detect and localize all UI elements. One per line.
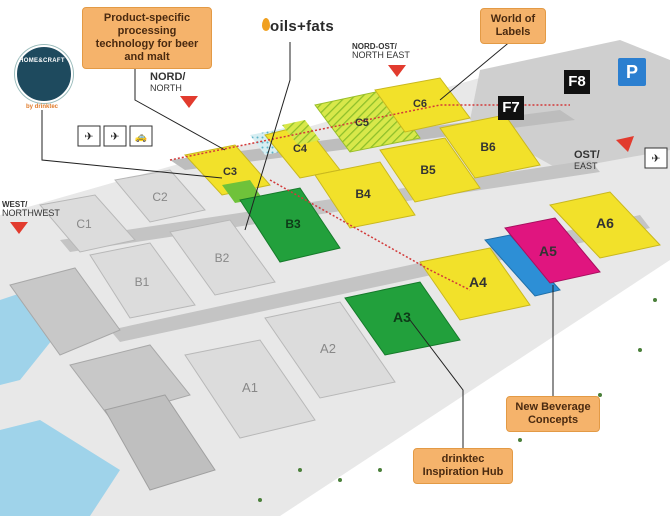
entrance-arrow-east (616, 136, 634, 152)
entrance-west-en: NORTHWEST (2, 208, 60, 218)
label-c6: C6 (413, 98, 427, 110)
callout-inspiration: drinktec Inspiration Hub (413, 448, 513, 484)
entrance-east-en: EAST (574, 161, 598, 171)
hall-c4-hatch (282, 120, 320, 145)
entrance-north-de: NORD/ (150, 71, 186, 83)
label-a4: A4 (469, 274, 487, 290)
label-a5: A5 (539, 243, 557, 259)
hall-c6[interactable] (374, 77, 471, 133)
entrance-west-de: WEST/ (2, 200, 28, 209)
label-b5: B5 (420, 163, 436, 177)
hall-b1[interactable] (89, 242, 196, 319)
line-oils (244, 42, 291, 231)
taxi-icon (129, 125, 153, 147)
hall-a5-blue (484, 234, 561, 297)
entrance-north-label: NORD/ NORTH (150, 72, 185, 94)
line-home-craft (41, 110, 223, 179)
label-c4: C4 (293, 143, 308, 155)
label-c5: C5 (355, 117, 369, 129)
hall-a2[interactable] (264, 301, 396, 399)
lake-south (0, 420, 120, 516)
hall-a1[interactable] (184, 339, 316, 439)
hall-a3[interactable] (344, 281, 461, 356)
svg-text:✈: ✈ (110, 130, 119, 143)
line-inspiration (409, 319, 464, 448)
hall-b2[interactable] (169, 219, 276, 296)
entrance-north-en: NORTH (150, 83, 182, 93)
label-c3: C3 (223, 166, 237, 178)
entrance-northeast-label: NORD-OST/ NORTH EAST (352, 42, 410, 60)
parking-p: P (618, 58, 646, 86)
line-labels (439, 39, 513, 101)
entrance-arrow-north (180, 96, 198, 108)
label-c2: C2 (152, 190, 168, 204)
home-craft-logo (15, 45, 73, 103)
label-b3: B3 (285, 217, 301, 231)
label-a1: A1 (242, 380, 258, 395)
callout-new-beverage: New Beverage Concepts (506, 396, 600, 432)
hall-a6[interactable] (549, 191, 661, 259)
entrance-arrow-west (10, 222, 28, 234)
label-c1: C1 (76, 217, 92, 231)
callout-processing: Product-specific processing technology f… (82, 7, 212, 69)
parking-f7: F7 (498, 96, 524, 120)
transport-icons: ✈ ✈ 🚕 ✈ (77, 125, 668, 169)
hall-c1[interactable] (39, 194, 136, 253)
callout-labels: World of Labels (480, 8, 546, 44)
hall-b5[interactable] (379, 137, 481, 203)
label-b2: B2 (215, 251, 230, 265)
entrance-east-de: OST/ (574, 149, 600, 161)
label-a6: A6 (596, 215, 614, 231)
entrance-west-label: WEST/ NORTHWEST (2, 200, 60, 218)
hall-b3[interactable] (239, 187, 341, 263)
home-craft-by: by drinktec (25, 104, 58, 110)
entrance-northeast-de: NORD-OST/ (352, 42, 397, 51)
label-b1: B1 (135, 275, 150, 289)
plane-icon (77, 125, 101, 147)
hall-b6[interactable] (439, 114, 541, 179)
oil-drop-icon (262, 18, 270, 31)
entrance-arrow-northeast (388, 65, 406, 77)
building-west (9, 267, 121, 356)
home-craft-logo-text: HOME&CRAFT (19, 58, 65, 64)
line-processing (134, 60, 226, 151)
hall-c2[interactable] (114, 169, 206, 223)
entrance-northeast-en: NORTH EAST (352, 50, 410, 60)
route-line-2 (269, 179, 471, 291)
entrance-east-label: OST/ EAST (574, 150, 600, 172)
plane-icon-east (644, 147, 668, 169)
hall-a5[interactable] (504, 217, 601, 284)
oils-fats-logo: oils+fats (270, 18, 334, 35)
hall-a4[interactable] (419, 247, 531, 321)
hall-labels: C1 C2 B1 B2 A1 A2 C3 C4 C5 C6 B3 B4 B5 B… (76, 98, 614, 395)
parking-f8: F8 (564, 70, 590, 94)
svg-text:✈: ✈ (84, 130, 93, 143)
building-southwest (104, 394, 216, 491)
hall-b4[interactable] (314, 161, 416, 229)
label-b6: B6 (480, 140, 496, 154)
svg-text:✈: ✈ (651, 152, 660, 165)
label-a3: A3 (393, 309, 411, 325)
plane-icon-2 (103, 125, 127, 147)
label-a2: A2 (320, 341, 336, 356)
svg-text:🚕: 🚕 (135, 132, 147, 143)
label-b4: B4 (355, 187, 371, 201)
